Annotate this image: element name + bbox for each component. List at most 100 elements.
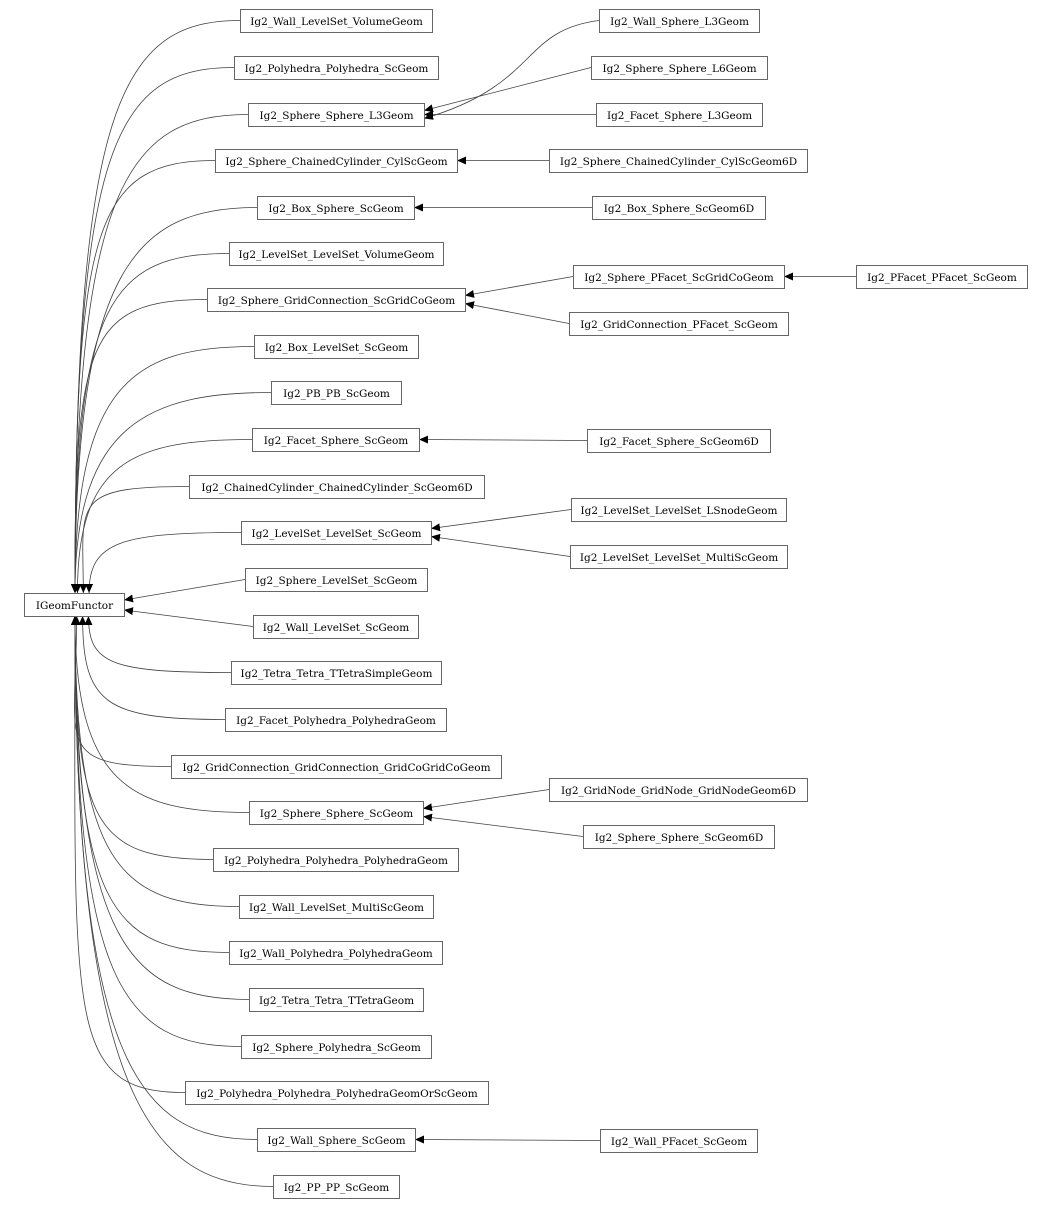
- class-node[interactable]: Ig2_GridConnection_PFacet_ScGeom: [569, 312, 789, 336]
- class-node-box: [571, 498, 787, 522]
- class-node[interactable]: Ig2_Sphere_Sphere_ScGeom6D: [583, 825, 775, 849]
- class-node-label: Ig2_Sphere_Sphere_ScGeom: [260, 808, 414, 820]
- class-node[interactable]: Ig2_Wall_LevelSet_MultiScGeom: [239, 895, 434, 919]
- inheritance-edge: [71, 253, 230, 594]
- class-node-box: [213, 848, 459, 872]
- inheritance-edge: [73, 439, 253, 594]
- class-node-box: [549, 778, 808, 802]
- inheritance-edge: [71, 615, 214, 860]
- inheritance-edge: [71, 615, 274, 1187]
- class-node-label: Ig2_ChainedCylinder_ChainedCylinder_ScGe…: [201, 482, 472, 494]
- class-node-box: [253, 615, 419, 639]
- class-node[interactable]: Ig2_PP_PP_ScGeom: [273, 1175, 400, 1199]
- class-node[interactable]: Ig2_Sphere_Polyhedra_ScGeom: [241, 1035, 432, 1059]
- class-node[interactable]: Ig2_Wall_PFacet_ScGeom: [600, 1129, 758, 1153]
- class-node[interactable]: Ig2_Sphere_Sphere_L3Geom: [248, 103, 425, 127]
- class-node[interactable]: Ig2_Sphere_GridConnection_ScGridCoGeom: [207, 288, 466, 312]
- class-node[interactable]: Ig2_PFacet_PFacet_ScGeom: [856, 265, 1028, 289]
- class-node[interactable]: Ig2_ChainedCylinder_ChainedCylinder_ScGe…: [189, 475, 485, 499]
- class-node[interactable]: Ig2_Facet_Sphere_L3Geom: [596, 103, 763, 127]
- class-node[interactable]: Ig2_Box_LevelSet_ScGeom: [254, 335, 419, 359]
- class-node-box: [245, 568, 428, 592]
- class-node[interactable]: Ig2_Wall_Sphere_L3Geom: [599, 9, 760, 33]
- class-node[interactable]: Ig2_Polyhedra_Polyhedra_PolyhedraGeomOrS…: [185, 1081, 489, 1105]
- inheritance-edge: [71, 114, 249, 594]
- class-node[interactable]: Ig2_Tetra_Tetra_TTetraGeom: [249, 988, 424, 1012]
- class-node-label: Ig2_Tetra_Tetra_TTetraSimpleGeom: [241, 668, 433, 680]
- inheritance-edge: [423, 20, 600, 120]
- class-node[interactable]: Ig2_Box_Sphere_ScGeom: [257, 196, 415, 220]
- class-node-label: Ig2_LevelSet_LevelSet_MultiScGeom: [580, 552, 778, 564]
- class-node-label: IGeomFunctor: [36, 600, 114, 612]
- class-node-label: Ig2_Facet_Polyhedra_PolyhedraGeom: [236, 715, 436, 727]
- class-node-label: Ig2_LevelSet_LevelSet_LSnodeGeom: [581, 505, 778, 517]
- class-node[interactable]: Ig2_Polyhedra_Polyhedra_PolyhedraGeom: [213, 848, 459, 872]
- inheritance-edge: [71, 160, 216, 594]
- class-node-label: Ig2_Wall_Sphere_ScGeom: [267, 1135, 405, 1147]
- class-node[interactable]: Ig2_Wall_Polyhedra_PolyhedraGeom: [229, 941, 443, 965]
- class-node[interactable]: Ig2_Sphere_PFacet_ScGridCoGeom: [573, 265, 785, 289]
- class-node[interactable]: Ig2_Polyhedra_Polyhedra_ScGeom: [234, 56, 439, 80]
- class-node-label: Ig2_Tetra_Tetra_TTetraGeom: [259, 995, 414, 1007]
- class-node-label: Ig2_Wall_LevelSet_ScGeom: [263, 622, 409, 634]
- class-node-label: Ig2_Box_LevelSet_ScGeom: [265, 342, 409, 354]
- class-node[interactable]: Ig2_Box_Sphere_ScGeom6D: [592, 196, 766, 220]
- class-node-box: [600, 1129, 758, 1153]
- inheritance-edge: [71, 207, 258, 594]
- class-node-label: Ig2_Facet_Sphere_L3Geom: [607, 110, 752, 122]
- inheritance-edge: [71, 299, 208, 594]
- class-node[interactable]: Ig2_Tetra_Tetra_TTetraSimpleGeom: [231, 661, 442, 685]
- class-node[interactable]: Ig2_LevelSet_LevelSet_LSnodeGeom: [571, 498, 787, 522]
- class-node-box: [241, 1035, 432, 1059]
- inheritance-edge: [418, 435, 588, 444]
- class-node-label: Ig2_Sphere_ChainedCylinder_CylScGeom6D: [560, 156, 797, 168]
- class-node-box: [189, 475, 485, 499]
- class-node-label: Ig2_Sphere_Sphere_ScGeom6D: [595, 832, 764, 844]
- class-node-label: Ig2_Wall_LevelSet_VolumeGeom: [250, 16, 423, 28]
- class-node[interactable]: Ig2_GridNode_GridNode_GridNodeGeom6D: [549, 778, 808, 802]
- class-node[interactable]: Ig2_Sphere_Sphere_L6Geom: [591, 56, 768, 80]
- class-node-box: [583, 825, 775, 849]
- class-node-label: Ig2_Sphere_Polyhedra_ScGeom: [252, 1042, 421, 1054]
- class-node[interactable]: Ig2_Wall_Sphere_ScGeom: [257, 1128, 416, 1152]
- class-node-box: [254, 335, 419, 359]
- class-node[interactable]: Ig2_Sphere_Sphere_ScGeom: [249, 801, 424, 825]
- class-node-box: [273, 1175, 400, 1199]
- class-node[interactable]: Ig2_LevelSet_LevelSet_MultiScGeom: [570, 545, 788, 569]
- class-node-label: Ig2_PB_PB_ScGeom: [283, 388, 390, 400]
- class-node-label: Ig2_Facet_Sphere_ScGeom: [264, 435, 409, 447]
- class-node-label: Ig2_Box_Sphere_ScGeom: [268, 203, 403, 215]
- class-node[interactable]: Ig2_Wall_LevelSet_VolumeGeom: [240, 9, 433, 33]
- class-node-label: Ig2_LevelSet_LevelSet_ScGeom: [252, 528, 422, 540]
- class-node[interactable]: Ig2_PB_PB_ScGeom: [271, 381, 402, 405]
- class-node[interactable]: Ig2_Sphere_ChainedCylinder_CylScGeom6D: [549, 149, 808, 173]
- class-node[interactable]: Ig2_GridConnection_GridConnection_GridCo…: [171, 755, 502, 779]
- inheritance-edge: [430, 509, 572, 532]
- class-node-box: [252, 428, 420, 452]
- class-node[interactable]: Ig2_Facet_Polyhedra_PolyhedraGeom: [225, 708, 447, 732]
- class-node-label: Ig2_Polyhedra_Polyhedra_ScGeom: [245, 63, 429, 75]
- class-node-box: [248, 103, 425, 127]
- class-node[interactable]: Ig2_Facet_Sphere_ScGeom: [252, 428, 420, 452]
- class-node[interactable]: Ig2_LevelSet_LevelSet_VolumeGeom: [229, 242, 444, 266]
- class-node-label: Ig2_PP_PP_ScGeom: [284, 1182, 390, 1194]
- inheritance-edge: [71, 615, 250, 1000]
- class-node-label: Ig2_Polyhedra_Polyhedra_PolyhedraGeomOrS…: [196, 1088, 477, 1100]
- class-node[interactable]: Ig2_Facet_Sphere_ScGeom6D: [587, 429, 771, 453]
- class-node-label: Ig2_GridNode_GridNode_GridNodeGeom6D: [561, 785, 796, 797]
- class-node[interactable]: Ig2_Sphere_ChainedCylinder_CylScGeom: [215, 149, 458, 173]
- root-class-node[interactable]: IGeomFunctor: [24, 593, 125, 617]
- class-node-box: [24, 593, 125, 617]
- class-node-box: [599, 9, 760, 33]
- inheritance-edge: [414, 1135, 601, 1144]
- inheritance-edge: [71, 346, 255, 594]
- class-node[interactable]: Ig2_LevelSet_LevelSet_ScGeom: [241, 521, 432, 545]
- class-node[interactable]: Ig2_Sphere_LevelSet_ScGeom: [245, 568, 428, 592]
- class-node-box: [573, 265, 785, 289]
- class-node[interactable]: Ig2_Wall_LevelSet_ScGeom: [253, 615, 419, 639]
- class-node-box: [249, 988, 424, 1012]
- class-node-label: Ig2_Sphere_Sphere_L6Geom: [602, 63, 756, 75]
- edges: [70, 20, 856, 1187]
- class-node-box: [257, 196, 415, 220]
